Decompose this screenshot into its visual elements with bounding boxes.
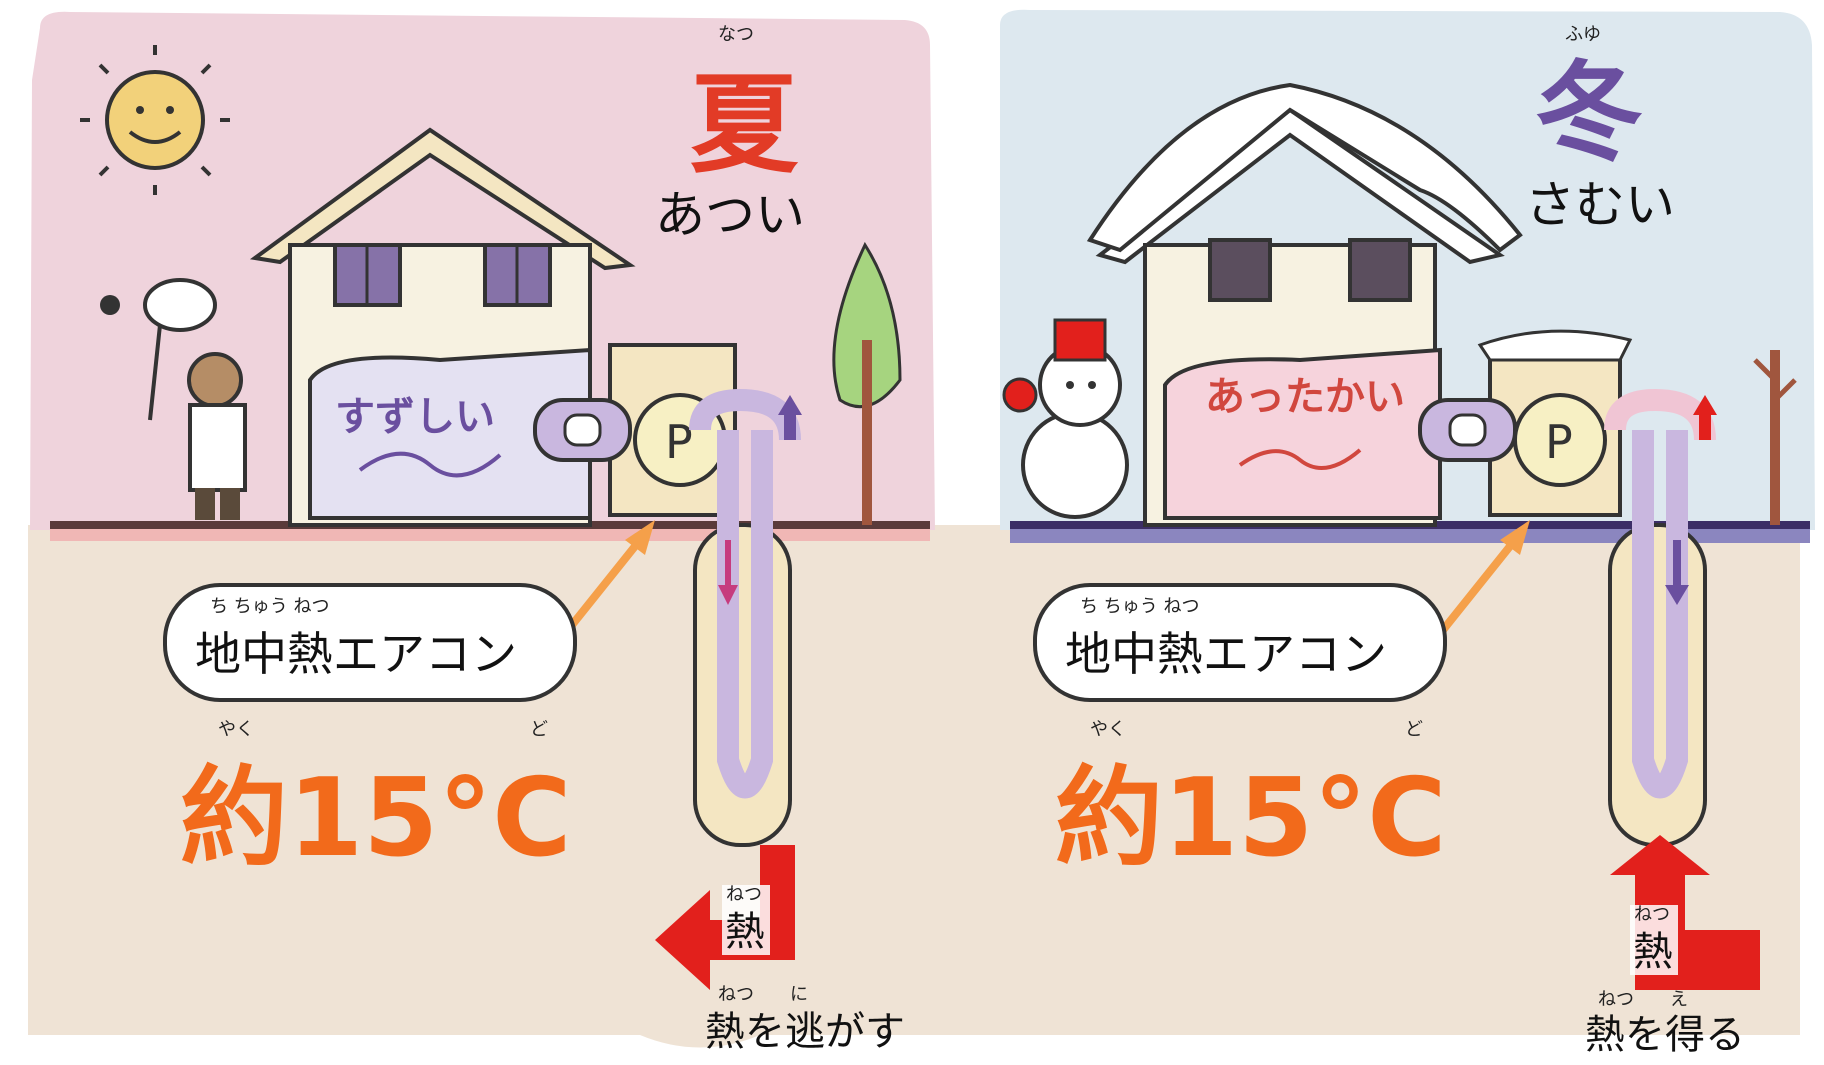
svg-text:P: P xyxy=(1545,415,1573,469)
summer-heat-pump: P xyxy=(533,343,737,517)
winter-bottom-label: 熱を得る xyxy=(1585,1012,1745,1058)
snowman xyxy=(1002,318,1129,519)
winter-season-ruby: ふゆ xyxy=(1565,24,1601,45)
winter-feeling: さむい xyxy=(1525,176,1675,234)
summer-feeling: あつい xyxy=(655,186,805,244)
sun-icon xyxy=(80,45,230,195)
summer-ground-glow xyxy=(50,529,930,541)
winter-heat-tag xyxy=(1630,905,1678,975)
winter-warm-arrow xyxy=(1238,448,1362,470)
summer-season-ruby: なつ xyxy=(718,24,754,45)
winter-bottom-ruby: ねつ え xyxy=(1598,989,1688,1010)
summer-device-pointer-head xyxy=(625,520,655,555)
winter-ground-pipe xyxy=(1604,388,1717,847)
winter-room-feel: あったかい xyxy=(1205,374,1405,420)
winter-heat-word: 熱 xyxy=(1633,929,1673,975)
winter-season-title: 冬 xyxy=(1535,51,1643,176)
summer-house xyxy=(249,127,636,527)
summer-cool-arrow xyxy=(358,451,502,478)
winter-temp-ruby-left: やく xyxy=(1090,719,1126,740)
summer-temp: 約15°C xyxy=(180,756,572,881)
summer-season-title: 夏 xyxy=(690,63,799,188)
winter-tree xyxy=(1753,350,1797,525)
summer-temp-ruby-left: やく xyxy=(218,719,254,740)
boy-with-net xyxy=(143,278,247,520)
winter-device-pointer xyxy=(1431,537,1519,643)
svg-text:P: P xyxy=(665,415,693,469)
summer-heat-tag xyxy=(722,885,770,955)
winter-ground-glow xyxy=(1010,529,1810,543)
summer-temp-ruby-right: ど xyxy=(530,719,548,740)
summer-device-label: 地中熱エアコン xyxy=(195,627,517,681)
summer-ground-pipe xyxy=(689,388,802,847)
summer-bottom-label: 熱を逃がす xyxy=(705,1009,905,1055)
summer-bottom-ruby: ねつ に xyxy=(718,984,808,1005)
summer-room-feel: すずしい xyxy=(335,394,495,440)
winter-heat-pump: P xyxy=(1418,329,1633,517)
winter-device-ruby: ち ちゅう ねつ xyxy=(1080,596,1199,617)
summer-heat-ruby: ねつ xyxy=(726,884,762,905)
winter-heat-ruby: ねつ xyxy=(1634,904,1670,925)
winter-device-bubble xyxy=(1033,583,1447,702)
insect-icon xyxy=(100,295,120,315)
winter-device-label: 地中熱エアコン xyxy=(1065,627,1387,681)
winter-temp: 約15°C xyxy=(1055,756,1447,881)
summer-heat-word: 熱 xyxy=(725,909,765,955)
summer-device-ruby: ち ちゅう ねつ xyxy=(210,596,329,617)
winter-temp-ruby-right: ど xyxy=(1405,719,1423,740)
summer-tree xyxy=(832,241,902,525)
summer-device-bubble xyxy=(163,583,577,702)
winter-device-pointer-head xyxy=(1500,520,1530,555)
winter-house xyxy=(1086,82,1523,527)
